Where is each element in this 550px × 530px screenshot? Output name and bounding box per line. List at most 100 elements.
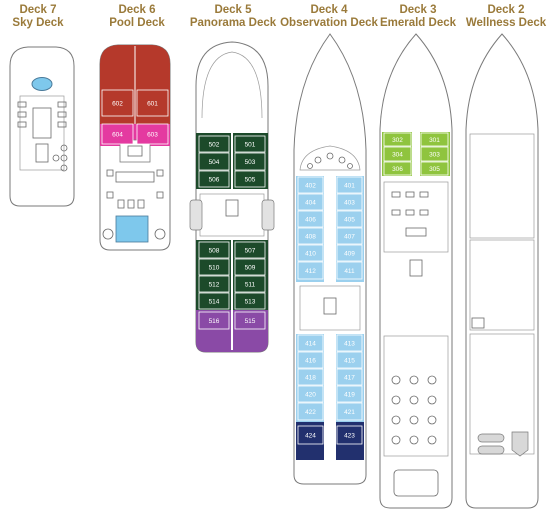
cabin-label-508: 508 (209, 247, 220, 254)
deck5-stairs (225, 199, 239, 217)
cabin-405[interactable] (336, 210, 363, 228)
cabin-label-406: 406 (305, 216, 316, 223)
deck5-title: Deck 5 Panorama Deck (180, 4, 286, 30)
cabin-label-408: 408 (305, 233, 316, 240)
deck2-upper-room (469, 133, 535, 239)
deck2-stairs (471, 317, 485, 329)
deck5-name: Panorama Deck (189, 17, 277, 29)
cabin-label-505: 505 (245, 176, 256, 183)
cabin-409[interactable] (336, 244, 363, 262)
cabin-508[interactable] (198, 241, 230, 259)
cabin-403[interactable] (336, 193, 363, 211)
cabin-404[interactable] (297, 193, 324, 211)
cabin-501[interactable] (234, 135, 266, 153)
cabin-417[interactable] (336, 368, 363, 386)
cabin-424[interactable] (297, 425, 324, 445)
cabin-label-409: 409 (344, 250, 355, 257)
cabin-label-306: 306 (392, 166, 403, 173)
deck6-title: Deck 6 Pool Deck (92, 4, 182, 30)
cabin-304[interactable] (383, 146, 412, 162)
cabin-label-413: 413 (344, 340, 355, 347)
cabin-label-405: 405 (344, 216, 355, 223)
deck5-lounge-starboard (261, 199, 275, 231)
cabin-label-416: 416 (305, 357, 316, 364)
cabin-label-420: 420 (305, 391, 316, 398)
deck3-lounge-tables (391, 191, 429, 237)
cabin-509[interactable] (234, 258, 266, 276)
deck7-loungers (17, 101, 67, 128)
deck2-plan (465, 33, 539, 509)
cabin-label-509: 509 (245, 264, 256, 271)
cabin-411[interactable] (336, 261, 363, 280)
cabin-601[interactable] (136, 89, 169, 117)
cabin-414[interactable] (297, 334, 324, 352)
deck4-title: Deck 4 Observation Deck (280, 4, 378, 30)
deck6-name: Pool Deck (109, 17, 165, 29)
deck3-stairs (409, 259, 423, 277)
cabin-503[interactable] (234, 152, 266, 171)
deck5-bow-rail (201, 51, 263, 119)
cabin-label-601: 601 (147, 100, 158, 107)
cabin-label-510: 510 (209, 264, 220, 271)
cabin-504[interactable] (198, 152, 230, 171)
deck5-number: Deck 5 (214, 4, 252, 16)
cabin-421[interactable] (336, 402, 363, 421)
cabin-label-410: 410 (305, 250, 316, 257)
deck7-title: Deck 7 Sky Deck (2, 4, 74, 30)
deck7-bar (32, 107, 52, 139)
deck6-pool-loungers (117, 199, 145, 209)
cabin-510[interactable] (198, 258, 230, 276)
cabin-415[interactable] (336, 351, 363, 369)
cabin-502[interactable] (198, 135, 230, 153)
cabin-402[interactable] (297, 176, 324, 194)
cabin-302[interactable] (383, 132, 412, 147)
cabin-420[interactable] (297, 385, 324, 403)
cabin-305[interactable] (420, 161, 449, 176)
cabin-602[interactable] (101, 89, 134, 117)
cabin-416[interactable] (297, 351, 324, 369)
cabin-512[interactable] (198, 275, 230, 293)
cabin-306[interactable] (383, 161, 412, 176)
cabin-410[interactable] (297, 244, 324, 262)
cabin-412[interactable] (297, 261, 324, 280)
cabin-413[interactable] (336, 334, 363, 352)
cabin-507[interactable] (234, 241, 266, 259)
cabin-515[interactable] (234, 311, 266, 330)
deck7-hull (9, 46, 75, 207)
deck3-plan (379, 33, 453, 509)
cabin-511[interactable] (234, 275, 266, 293)
cabin-label-516: 516 (209, 318, 220, 325)
cabin-label-402: 402 (305, 182, 316, 189)
deck3-title: Deck 3 Emerald Deck (376, 4, 460, 30)
deck6-tables (106, 169, 164, 199)
cabin-604[interactable] (101, 123, 134, 145)
cabin-406[interactable] (297, 210, 324, 228)
cabin-303[interactable] (420, 146, 449, 162)
cabin-603[interactable] (136, 123, 169, 145)
deck7-plan (9, 46, 75, 207)
cabin-422[interactable] (297, 402, 324, 421)
cabin-513[interactable] (234, 292, 266, 310)
cabin-516[interactable] (198, 311, 230, 330)
cabin-506[interactable] (198, 170, 230, 188)
cabin-301[interactable] (420, 132, 449, 147)
cabin-label-417: 417 (344, 374, 355, 381)
cabin-label-415: 415 (344, 357, 355, 364)
deck3-lounge (383, 181, 449, 253)
cabin-505[interactable] (234, 170, 266, 188)
deck4-name: Observation Deck (280, 17, 378, 29)
cabin-label-515: 515 (245, 318, 256, 325)
cabin-label-513: 513 (245, 298, 256, 305)
cabin-514[interactable] (198, 292, 230, 310)
deck3-number: Deck 3 (399, 4, 437, 16)
cabin-label-401: 401 (344, 182, 355, 189)
cabin-401[interactable] (336, 176, 363, 194)
cabin-418[interactable] (297, 368, 324, 386)
cabin-423[interactable] (336, 425, 363, 445)
cabin-label-514: 514 (209, 298, 220, 305)
cabin-408[interactable] (297, 227, 324, 245)
cabin-label-303: 303 (429, 151, 440, 158)
cabin-419[interactable] (336, 385, 363, 403)
cabin-407[interactable] (336, 227, 363, 245)
